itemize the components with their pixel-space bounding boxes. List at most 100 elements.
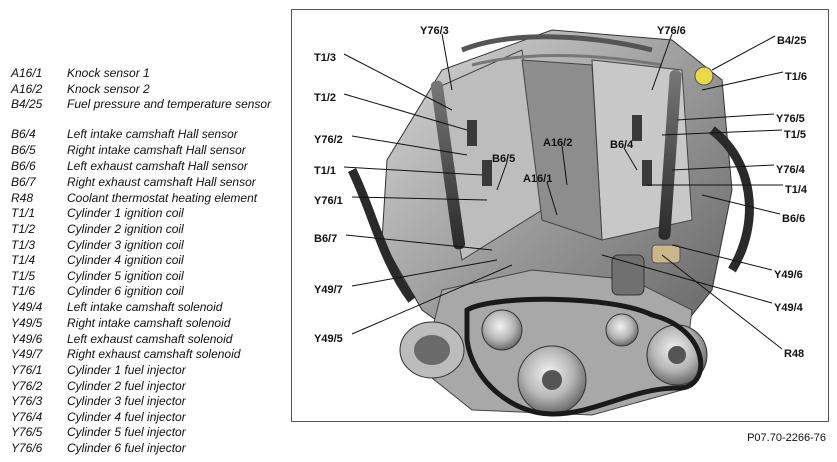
legend-code: A16/1 [11, 66, 43, 80]
callout-b6-5: B6/5 [492, 153, 515, 165]
legend-description: Cylinder 1 ignition coil [67, 206, 184, 220]
legend-description: Cylinder 2 ignition coil [67, 222, 184, 236]
legend-code: T1/6 [11, 284, 36, 298]
legend-description: Cylinder 4 ignition coil [67, 253, 184, 267]
leader-line-b6-6 [701, 194, 781, 215]
legend-description: Cylinder 3 fuel injector [67, 394, 186, 408]
callout-a16-1: A16/1 [523, 173, 552, 185]
callout-t1-1: T1/1 [314, 165, 336, 177]
callout-leader-lines [343, 33, 784, 350]
callout-b6-6: B6/6 [782, 213, 805, 225]
legend-description: Fuel pressure and temperature sensor [67, 97, 272, 111]
leader-line-y76-4 [671, 164, 775, 171]
callout-r48: R48 [784, 348, 804, 360]
legend-code: T1/5 [11, 269, 36, 283]
callout-t1-5: T1/5 [784, 129, 806, 141]
legend-code: B6/4 [11, 127, 36, 141]
callout-y76-3: Y76/3 [420, 25, 449, 37]
legend-code: Y76/5 [11, 425, 43, 439]
leader-line-y76-3 [441, 33, 453, 91]
legend-description: Coolant thermostat heating element [67, 191, 258, 205]
legend-code: R48 [11, 191, 34, 205]
legend-description: Cylinder 5 fuel injector [67, 425, 186, 439]
legend-code: B6/5 [11, 143, 36, 157]
legend-code: T1/2 [11, 222, 36, 236]
callout-b6-4: B6/4 [610, 139, 634, 151]
legend-code: Y76/2 [11, 379, 43, 393]
legend-code: Y49/6 [11, 332, 43, 346]
callout-y76-6: Y76/6 [657, 25, 686, 37]
legend-description: Cylinder 6 fuel injector [67, 441, 186, 455]
legend-description: Left exhaust camshaft Hall sensor [67, 159, 248, 173]
legend-description: Knock sensor 1 [67, 66, 150, 80]
callout-t1-6: T1/6 [785, 71, 807, 83]
legend-code: T1/4 [11, 253, 36, 267]
leader-line-y49-7 [351, 259, 498, 287]
legend-code: Y76/1 [11, 363, 43, 377]
legend-code: T1/1 [11, 206, 36, 220]
callout-y76-1: Y76/1 [314, 195, 343, 207]
leader-line-y49-4 [601, 254, 773, 304]
leader-line-t1-3 [343, 53, 453, 111]
callout-b6-7: B6/7 [314, 233, 337, 245]
legend-code: Y49/5 [11, 316, 43, 330]
legend-description: Cylinder 6 ignition coil [67, 284, 184, 298]
legend-description: Cylinder 5 ignition coil [67, 269, 184, 283]
leader-line-b6-4 [623, 147, 638, 171]
callout-y49-7: Y49/7 [314, 284, 343, 296]
legend-description: Right exhaust camshaft Hall sensor [67, 175, 256, 189]
leader-line-b4-25 [711, 35, 776, 71]
legend-code: B4/25 [11, 97, 43, 111]
leader-line-t1-1 [343, 166, 483, 176]
legend-code: T1/3 [11, 238, 36, 252]
figure-reference-code: P07.70-2266-76 [747, 432, 826, 444]
callout-b4-25: B4/25 [777, 35, 806, 47]
callout-y49-4: Y49/4 [774, 302, 804, 314]
leader-line-a16-2 [561, 145, 568, 186]
engine-drawing [347, 29, 754, 417]
legend-code: B6/6 [11, 159, 36, 173]
callout-y76-4: Y76/4 [776, 164, 806, 176]
leader-line-y49-6 [671, 244, 773, 271]
leader-line-b6-5 [496, 161, 508, 191]
legend-description: Cylinder 3 ignition coil [67, 238, 184, 252]
callout-t1-4: T1/4 [785, 184, 808, 196]
legend-code: Y49/4 [11, 300, 43, 314]
legend-description: Left exhaust camshaft solenoid [67, 332, 233, 346]
legend-code: Y76/3 [11, 394, 43, 408]
leader-line-r48 [661, 254, 783, 350]
callout-y49-5: Y49/5 [314, 333, 343, 345]
leader-line-b6-7 [345, 234, 493, 251]
legend-description: Cylinder 1 fuel injector [67, 363, 186, 377]
leader-line-t1-2 [343, 93, 468, 131]
leader-line-t1-6 [701, 71, 784, 91]
legend-code: B6/7 [11, 175, 36, 189]
legend-description: Left intake camshaft Hall sensor [67, 127, 238, 141]
legend-description: Right intake camshaft Hall sensor [67, 143, 246, 157]
legend-description: Cylinder 4 fuel injector [67, 410, 186, 424]
leader-line-y76-5 [676, 113, 775, 121]
callout-y76-5: Y76/5 [776, 113, 805, 125]
legend-code: Y49/7 [11, 347, 43, 361]
callout-y76-2: Y76/2 [314, 134, 343, 146]
legend-code: Y76/4 [11, 410, 43, 424]
legend-code: A16/2 [11, 82, 43, 96]
legend-description: Right exhaust camshaft solenoid [67, 347, 241, 361]
leader-line-t1-5 [661, 129, 783, 136]
leader-line-y76-2 [351, 135, 468, 156]
callout-t1-3: T1/3 [314, 52, 336, 64]
leader-line-a16-1 [546, 181, 558, 216]
callout-t1-2: T1/2 [314, 92, 336, 104]
callout-y49-6: Y49/6 [774, 269, 803, 281]
leader-line-y76-6 [651, 33, 673, 91]
leader-line-y76-1 [351, 196, 488, 201]
legend-code: Y76/6 [11, 441, 43, 455]
legend-description: Left intake camshaft solenoid [67, 300, 223, 314]
callout-a16-2: A16/2 [543, 137, 572, 149]
legend-description: Knock sensor 2 [67, 82, 150, 96]
legend-description: Cylinder 2 fuel injector [67, 379, 186, 393]
legend-description: Right intake camshaft solenoid [67, 316, 231, 330]
